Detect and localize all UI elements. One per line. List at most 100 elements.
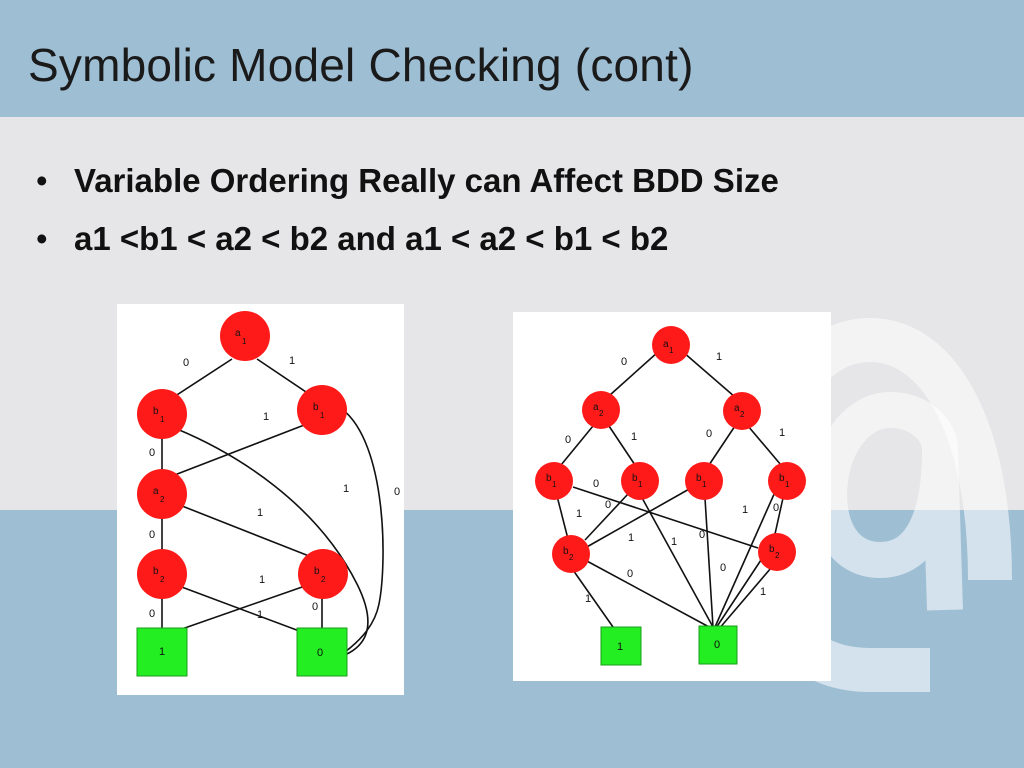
edge-label: 1: [259, 574, 265, 586]
node-sub: 2: [160, 575, 165, 584]
edge-label: 1: [760, 586, 766, 598]
terminal-label: 0: [317, 647, 323, 659]
node-sub: 1: [552, 480, 557, 489]
bdd-node-b2-right: b 2: [298, 549, 348, 599]
edge-a1-b1R: [256, 358, 313, 397]
edge-b1R-a2: [171, 421, 313, 477]
edge-label: 1: [576, 508, 582, 520]
bdd-left-diagram: 0 1 0 1 1 0 0 1 0 1 1 0 a 1 b 1 b 1 a 2: [136, 311, 400, 677]
bdd-right-panel: 0 1 0 1 0 1 0 1 0 1 1 0 0 1 0 1 0 1 a 1 …: [513, 312, 831, 681]
edge-label: 0: [593, 478, 599, 490]
node-sub: 2: [775, 551, 780, 560]
edge-label: 0: [149, 529, 155, 541]
edge-label: 1: [257, 507, 263, 519]
edge-b1b-b2L: [584, 493, 629, 541]
node-sub: 1: [160, 415, 165, 424]
edge-a2R-b1c: [708, 425, 736, 466]
bdd-node-b1-d: b 1: [768, 462, 806, 500]
node-var: a: [153, 486, 159, 497]
edge-label: 0: [605, 499, 611, 511]
node-sub: 2: [599, 409, 604, 418]
node-var: a: [235, 328, 241, 339]
edge-label: 0: [394, 486, 400, 498]
bullet-list: • Variable Ordering Really can Affect BD…: [36, 152, 779, 268]
node-sub: 2: [740, 410, 745, 419]
bullet-text: a1 <b1 < a2 < b2 and a1 < a2 < b1 < b2: [74, 220, 669, 257]
node-sub: 1: [638, 480, 643, 489]
edge-a1-a2L: [609, 351, 659, 396]
node-var: b: [313, 402, 319, 413]
edge-label: 1: [257, 609, 263, 621]
edge-label: 0: [149, 447, 155, 459]
bdd-node-b1-left: b 1: [137, 389, 187, 439]
edge-label: 0: [183, 357, 189, 369]
node-var: b: [563, 546, 569, 557]
edge-b2R-t0: [715, 559, 762, 629]
node-sub: 2: [160, 495, 165, 504]
bdd-left-panel: 0 1 0 1 1 0 0 1 0 1 1 0 a 1 b 1 b 1 a 2: [117, 304, 404, 695]
bdd-node-a2-left: a 2: [582, 391, 620, 429]
bullet-item: • a1 <b1 < a2 < b2 and a1 < a2 < b1 < b2: [36, 210, 779, 268]
node-var: b: [779, 473, 785, 484]
node-var: b: [696, 473, 702, 484]
bdd-terminal-0: 0: [698, 625, 738, 665]
node-var: b: [632, 473, 638, 484]
edge-b1R-t0: [341, 408, 384, 653]
edge-a1-a2R: [682, 351, 736, 398]
bdd-right-diagram: 0 1 0 1 0 1 0 1 0 1 1 0 0 1 0 1 0 1 a 1 …: [535, 326, 806, 666]
edge-b1d-t0: [714, 491, 776, 628]
node-sub: 1: [785, 480, 790, 489]
node-sub: 1: [702, 480, 707, 489]
edge-b1a-b2R: [572, 486, 759, 549]
node-var: a: [734, 403, 740, 414]
node-var: b: [153, 566, 159, 577]
edge-b1L-t0: [176, 428, 369, 655]
node-var: b: [546, 473, 552, 484]
bdd-terminal-1: 1: [600, 626, 642, 666]
node-sub: 1: [242, 337, 247, 346]
edge-a2L-b1b: [608, 425, 636, 466]
bdd-node-a2: a 2: [137, 469, 187, 519]
node-var: a: [663, 339, 669, 350]
edge-label: 1: [289, 355, 295, 367]
edge-b1b-t0: [640, 495, 714, 628]
edge-label: 0: [312, 601, 318, 613]
bdd-node-b2-left: b 2: [137, 549, 187, 599]
edge-b1c-t0: [704, 497, 714, 628]
bdd-node-a2-right: a 2: [723, 392, 761, 430]
bdd-terminal-1: 1: [136, 627, 188, 677]
edge-label: 0: [621, 356, 627, 368]
bdd-node-b1-right: b 1: [297, 385, 347, 435]
bdd-node-b1-b: b 1: [621, 462, 659, 500]
terminal-label: 1: [617, 641, 623, 653]
node-sub: 1: [669, 346, 674, 355]
bullet-dot-icon: •: [36, 220, 48, 257]
edge-a2R-b1d: [747, 425, 782, 466]
edge-label: 0: [565, 434, 571, 446]
terminal-label: 1: [159, 646, 165, 658]
edge-b2R-t1: [717, 567, 772, 631]
edge-label: 0: [149, 608, 155, 620]
node-var: a: [593, 402, 599, 413]
edge-label: 1: [585, 593, 591, 605]
node-sub: 2: [569, 553, 574, 562]
title-bar: [0, 0, 1024, 117]
edge-b1a-b2L: [556, 495, 569, 540]
edge-label: 1: [742, 504, 748, 516]
edge-label: 1: [628, 532, 634, 544]
node-sub: 1: [320, 411, 325, 420]
terminal-label: 0: [714, 639, 720, 651]
bdd-node-b2-right: b 2: [758, 533, 796, 571]
slide-title: Symbolic Model Checking (cont): [28, 39, 694, 91]
bullet-item: • Variable Ordering Really can Affect BD…: [36, 152, 779, 210]
edge-label: 1: [716, 351, 722, 363]
edge-b2L-t0: [584, 559, 712, 629]
edge-label: 1: [671, 536, 677, 548]
node-var: b: [314, 566, 320, 577]
edge-label: 0: [720, 562, 726, 574]
node-sub: 2: [321, 575, 326, 584]
edge-label: 0: [627, 568, 633, 580]
bdd-node-a1: a 1: [220, 311, 270, 361]
edge-label: 1: [631, 431, 637, 443]
bdd-node-b1-a: b 1: [535, 462, 573, 500]
